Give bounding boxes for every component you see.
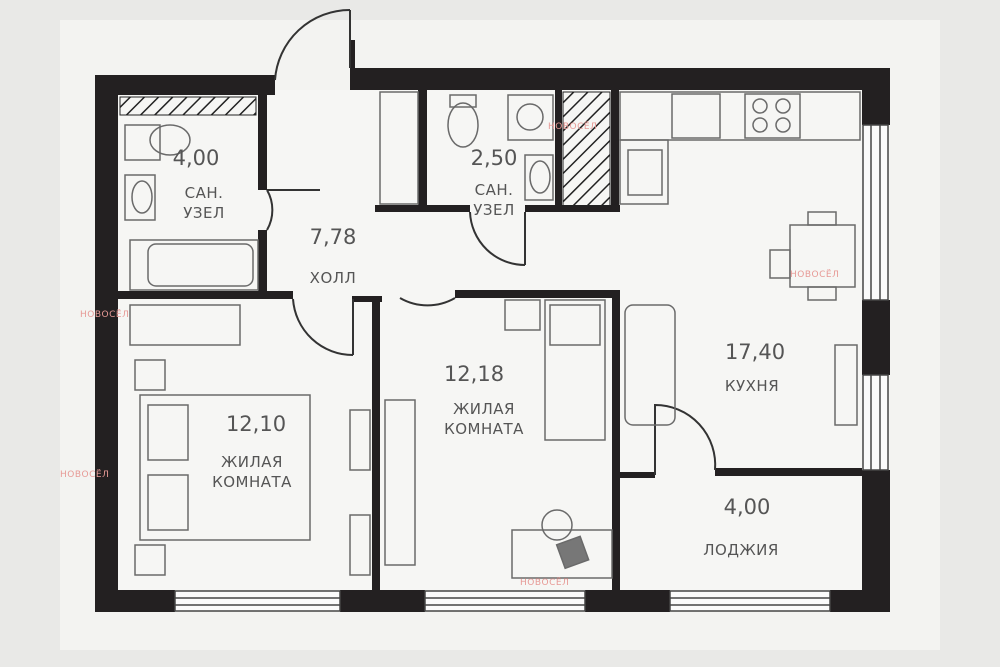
bedroom-2-area: 12,18	[443, 362, 505, 386]
watermark: НОВОСЁЛ	[790, 270, 840, 280]
watermark: НОВОСЁЛ	[60, 470, 110, 480]
bathroom-1-label-line2: УЗЕЛ	[183, 204, 225, 222]
bedroom-2-label-line2: КОМНАТА	[444, 420, 524, 438]
bathroom-1-label-line1: САН.	[184, 184, 224, 202]
watermark: НОВОСЁЛ	[80, 310, 130, 320]
bathroom-1-area: 4,00	[172, 146, 220, 170]
bathroom-2-label-line2: УЗЕЛ	[473, 201, 515, 219]
windows	[174, 124, 889, 612]
watermark: НОВОСЁЛ	[548, 122, 598, 132]
hatched-shafts	[119, 91, 611, 207]
bedroom-1-label-line1: ЖИЛАЯ	[221, 453, 283, 471]
bedroom-1-label: ЖИЛАЯ КОМНАТА	[212, 452, 292, 492]
loggia-area: 4,00	[723, 495, 771, 519]
watermark: НОВОСЁЛ	[520, 578, 570, 588]
bathroom-2-label: САН. УЗЕЛ	[473, 180, 515, 220]
bedroom-1-label-line2: КОМНАТА	[212, 473, 292, 491]
loggia-label: ЛОДЖИЯ	[703, 541, 779, 559]
walls	[95, 40, 890, 612]
doors	[266, 8, 717, 475]
bedroom-2-label: ЖИЛАЯ КОМНАТА	[444, 399, 524, 439]
hall-label: ХОЛЛ	[309, 269, 357, 287]
bathroom-1-label: САН. УЗЕЛ	[183, 183, 225, 223]
hall-area: 7,78	[309, 225, 357, 249]
kitchen-label: КУХНЯ	[724, 377, 780, 395]
bathroom-2-area: 2,50	[470, 146, 518, 170]
bedroom-2-label-line1: ЖИЛАЯ	[453, 400, 515, 418]
bedroom-1-area: 12,10	[225, 412, 287, 436]
furniture	[124, 91, 861, 579]
bathroom-2-label-line1: САН.	[474, 181, 514, 199]
kitchen-area: 17,40	[724, 340, 786, 364]
